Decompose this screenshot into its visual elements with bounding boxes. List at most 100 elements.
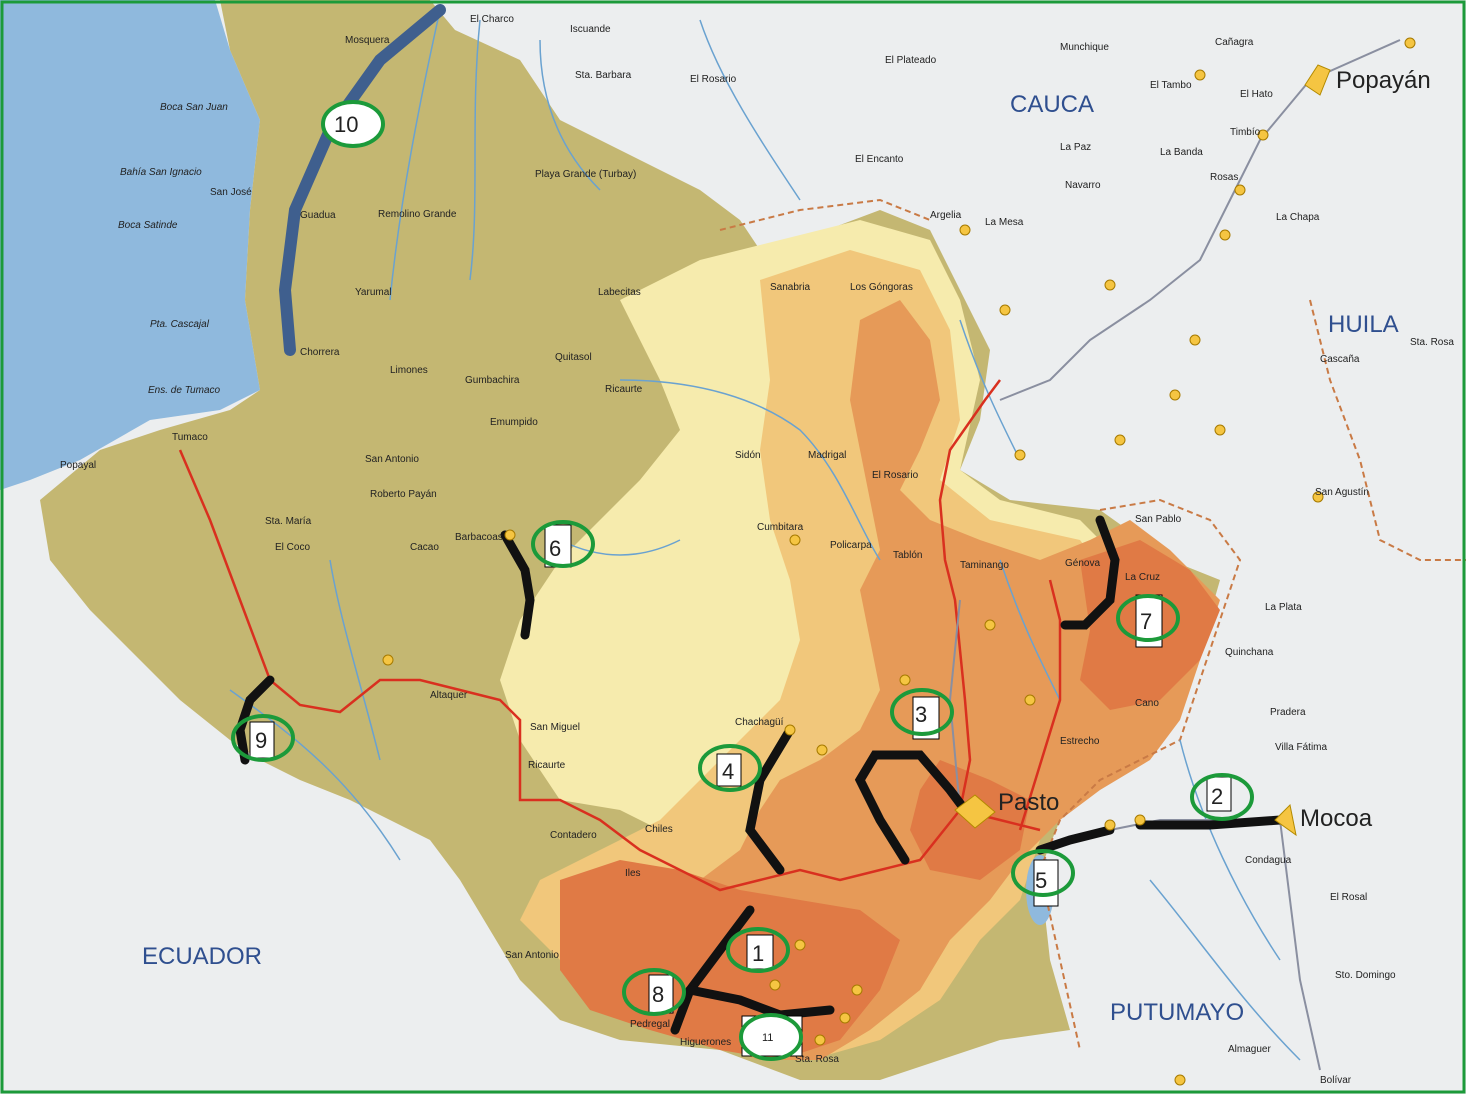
marker-label: 4 — [722, 759, 734, 784]
marker-7[interactable]: 7 — [1116, 594, 1180, 648]
marker-10[interactable]: 10 — [321, 100, 385, 148]
coast-label: Boca San Juan — [160, 102, 228, 113]
marker-label: 2 — [1211, 784, 1223, 809]
marker-label: 5 — [1035, 868, 1047, 893]
town-label: Yarumal — [355, 287, 392, 298]
huila-boundary — [1309, 299, 1466, 561]
town-label: Chachagüí — [735, 717, 784, 728]
town-label: Gumbachira — [465, 375, 520, 386]
segment-3 — [854, 750, 970, 865]
town-label: La Chapa — [1276, 212, 1320, 223]
town-label: La Paz — [1060, 142, 1091, 153]
coast-label: Bahía San Ignacio — [120, 167, 202, 178]
town-label: El Hato — [1240, 89, 1273, 100]
town-label: El Coco — [275, 542, 310, 553]
town-label: Limones — [390, 365, 428, 376]
marker-1[interactable]: 1 — [726, 927, 790, 973]
town-label: Chorrera — [300, 347, 340, 358]
town-label: Sanabria — [770, 282, 810, 293]
rivers — [229, 9, 1301, 1061]
marker-label: 1 — [752, 941, 764, 966]
town-label: San Antonio — [365, 454, 419, 465]
town-label: Madrigal — [808, 450, 846, 461]
town-label: Chiles — [645, 824, 673, 835]
marker-6[interactable]: 6 — [531, 520, 595, 568]
town-label: El Rosario — [690, 74, 737, 85]
town-label: Almaguer — [1228, 1044, 1271, 1055]
town-label: Argelia — [930, 210, 962, 221]
town-label: La Plata — [1265, 602, 1302, 613]
segment-6 — [500, 530, 535, 640]
town-label: Cumbitara — [757, 522, 804, 533]
marker-9[interactable]: 9 — [231, 714, 295, 762]
town-label: Labecitas — [598, 287, 641, 298]
town-label: La Banda — [1160, 147, 1203, 158]
segment-9 — [235, 675, 275, 765]
town-label: Tablón — [893, 550, 922, 561]
segment-1 — [685, 985, 835, 1020]
segment-2 — [1135, 815, 1285, 830]
town-label: San Agustín — [1315, 487, 1369, 498]
marker-label: 3 — [915, 702, 927, 727]
town-label: San José — [210, 187, 252, 198]
marker-label: 11 — [762, 1032, 773, 1044]
town-label: El Rosal — [1330, 892, 1367, 903]
highlight-segments — [235, 515, 1285, 1035]
segment-8 — [670, 905, 755, 1035]
town-label: Quitasol — [555, 352, 592, 363]
pasto-icon — [954, 794, 996, 829]
town-label: Cañagra — [1215, 37, 1254, 48]
marker-label: 9 — [255, 728, 267, 753]
city-mocoa: Mocoa — [1300, 805, 1373, 832]
marker-2[interactable]: 2 — [1190, 773, 1254, 821]
town-label: Villa Fátima — [1275, 742, 1327, 753]
town-label: El Plateado — [885, 55, 937, 66]
town-label: Los Góngoras — [850, 282, 913, 293]
marker-5[interactable]: 5 — [1011, 849, 1075, 907]
town-label: Playa Grande (Turbay) — [535, 169, 636, 180]
town-label: Sto. Domingo — [1335, 970, 1396, 981]
marker-label: 6 — [549, 536, 561, 561]
marker-label: 8 — [652, 982, 664, 1007]
town-label: El Encanto — [855, 154, 904, 165]
town-label: Roberto Payán — [370, 489, 437, 500]
marker-3[interactable]: 3 — [890, 688, 954, 740]
town-label: Pradera — [1270, 707, 1306, 718]
town-label: Remolino Grande — [378, 209, 457, 220]
region-ecuador: ECUADOR — [142, 943, 262, 970]
town-label: Sta. María — [265, 516, 312, 527]
city-pasto: Pasto — [998, 789, 1059, 816]
town-label: Mosquera — [345, 35, 390, 46]
marker-11[interactable]: 11 — [739, 1013, 803, 1061]
town-dots — [382, 37, 1416, 1086]
town-label: Ricaurte — [605, 384, 643, 395]
region-cauca: CAUCA — [1010, 91, 1094, 118]
town-label: Estrecho — [1060, 736, 1100, 747]
town-label: San Miguel — [530, 722, 580, 733]
town-label: El Tambo — [1150, 80, 1192, 91]
town-label: San Antonio — [505, 950, 559, 961]
town-label: Cacao — [410, 542, 439, 553]
town-label: El Charco — [470, 14, 514, 25]
marker-8[interactable]: 8 — [622, 968, 686, 1016]
town-label: Sidón — [735, 450, 761, 461]
town-label: Altaquer — [430, 690, 468, 701]
region-putumayo: PUTUMAYO — [1110, 999, 1244, 1026]
town-label: Contadero — [550, 830, 597, 841]
town-label: Rosas — [1210, 172, 1238, 183]
town-label: Higuerones — [680, 1037, 731, 1048]
mountain-region — [560, 300, 1220, 1060]
town-label: Iscuande — [570, 24, 611, 35]
marker-label: 10 — [334, 112, 358, 137]
town-label: El Rosario — [872, 470, 919, 481]
town-label: Tumaco — [172, 432, 208, 443]
town-label: Génova — [1065, 558, 1100, 569]
town-label: Quinchana — [1225, 647, 1274, 658]
marker-4[interactable]: 4 — [698, 744, 762, 792]
town-label: Munchique — [1060, 42, 1109, 53]
coast-label: Pta. Cascajal — [150, 319, 210, 330]
town-label: Taminango — [960, 560, 1009, 571]
town-label: Sta. Rosa — [795, 1054, 839, 1065]
mocoa-icon — [1274, 803, 1297, 837]
